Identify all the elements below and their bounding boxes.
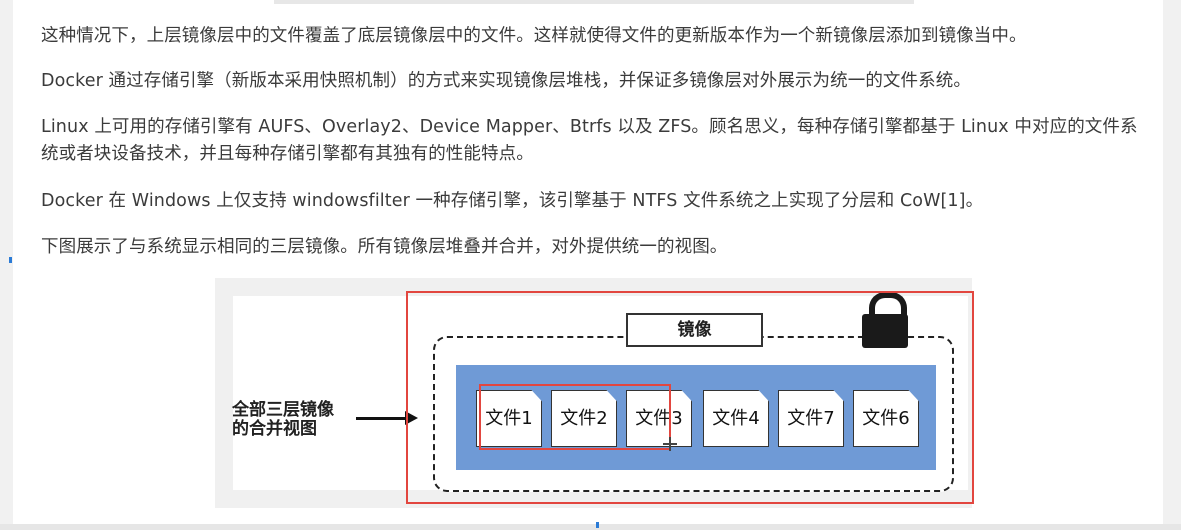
left-margin bbox=[0, 0, 13, 530]
paragraph: Docker 通过存储引擎（新版本采用快照机制）的方式来实现镜像层堆栈，并保证多… bbox=[41, 71, 971, 91]
file-card: 文件6 bbox=[853, 390, 919, 447]
lock-icon bbox=[869, 292, 907, 324]
paragraph: Linux 上可用的存储引擎有 AUFS、Overlay2、Device Map… bbox=[41, 117, 1138, 164]
file-card: 文件7 bbox=[778, 390, 844, 447]
file-card: 文件1 bbox=[476, 390, 542, 447]
paragraph: Docker 在 Windows 上仅支持 windowsfilter 一种存储… bbox=[41, 191, 984, 211]
paragraph: 这种情况下，上层镜像层中的文件覆盖了底层镜像层中的文件。这样就使得文件的更新版本… bbox=[41, 26, 1027, 46]
top-image-edge bbox=[274, 0, 914, 4]
arrow-line bbox=[356, 417, 408, 420]
scrollbar-track[interactable] bbox=[1163, 0, 1181, 530]
lock-icon-body bbox=[862, 314, 908, 348]
bottom-edge bbox=[0, 524, 1181, 530]
arrow-right-icon bbox=[405, 411, 418, 425]
selection-marker bbox=[9, 257, 12, 263]
annotation-box-files bbox=[479, 384, 671, 450]
paragraph: 下图展示了与系统显示相同的三层镜像。所有镜像层堆叠并合并，对外提供统一的视图。 bbox=[41, 237, 728, 257]
merged-view-label: 全部三层镜像 的合并视图 bbox=[232, 400, 334, 439]
annotation-box-outer bbox=[406, 291, 974, 504]
file-card: 文件2 bbox=[551, 390, 617, 447]
image-label: 镜像 bbox=[626, 313, 763, 347]
file-card: 文件4 bbox=[703, 390, 769, 447]
selection-marker bbox=[596, 522, 599, 528]
move-cursor-icon bbox=[663, 437, 677, 451]
file-card: 文件3 bbox=[626, 390, 692, 447]
